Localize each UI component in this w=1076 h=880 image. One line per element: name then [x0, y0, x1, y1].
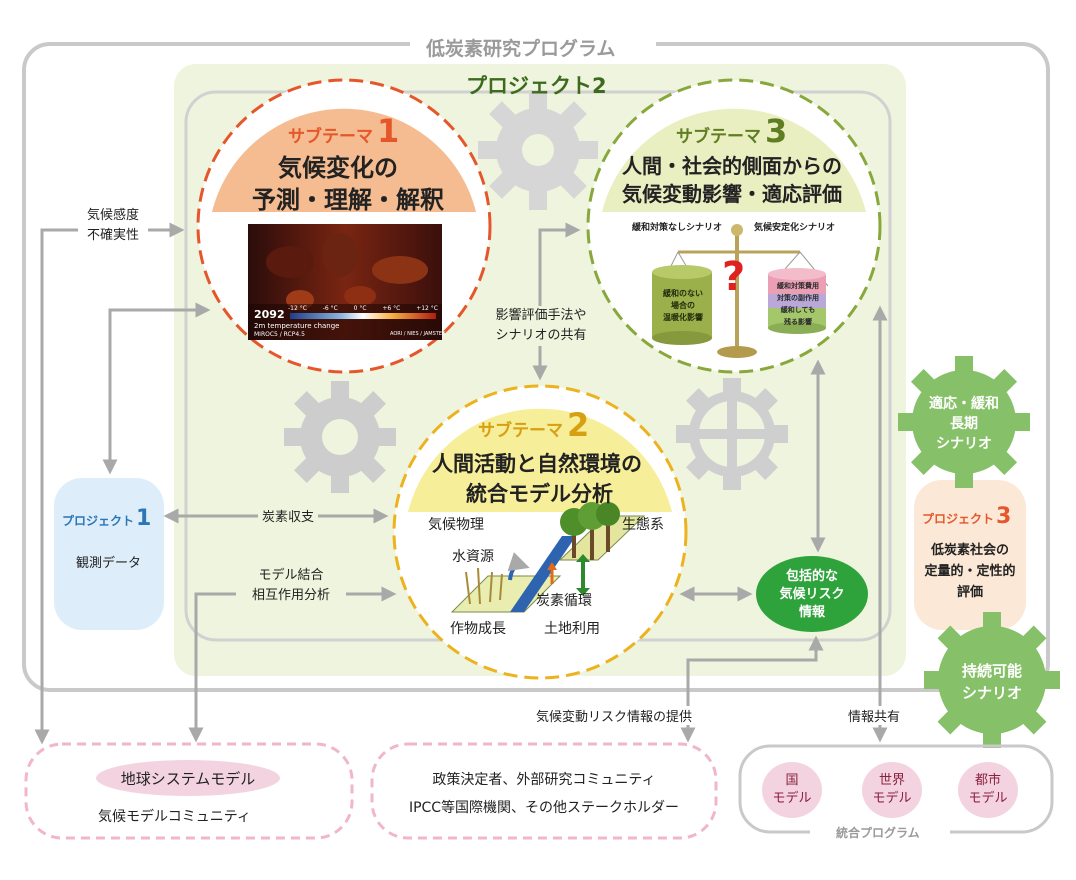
esm-community-box: [24, 742, 354, 840]
map-caption: 2m temperature change: [254, 322, 340, 330]
subtheme3-title-line1: 人間・社会的側面からの: [622, 154, 842, 178]
subtheme1-title-line2: 予測・理解・解釈: [252, 186, 444, 214]
carbon-cycle-label: 炭素循環: [536, 593, 592, 609]
water-label: 水資源: [452, 549, 494, 565]
subtheme2-title-line1: 人間活動と自然環境の: [432, 452, 642, 476]
scale-right-label: 気候安定化シナリオ: [754, 223, 836, 233]
map-model: MIROC5 / RCP4.5: [254, 331, 305, 338]
integrated-program-title: 統合プログラム: [836, 826, 920, 840]
project3-label: プロジェクト3: [922, 504, 1012, 529]
impact-sharing-label: 影響評価手法やシナリオの共有: [484, 306, 598, 346]
scenario-adapt-text: 適応・緩和長期シナリオ: [929, 396, 999, 452]
climate-sensitivity-label: 気候感度不確実性: [78, 206, 148, 246]
land-illustration: [450, 502, 646, 613]
country-model: 国モデル: [772, 773, 812, 806]
temperature-map: [248, 224, 442, 340]
map-year: 2092: [254, 308, 285, 321]
project3-desc: 低炭素社会の定量的・定性的評価: [924, 543, 1016, 600]
carbon-budget-label: 炭素収支: [258, 506, 319, 525]
scenario-sustain-gear: [924, 612, 1060, 748]
risk-info-text: 包括的な気候リスク情報: [779, 569, 845, 620]
scenario-adapt-gear: [898, 356, 1030, 488]
esm-pill-label: 地球システムモデル: [120, 770, 256, 788]
model-coupling-label: モデル結合相互作用分析: [236, 566, 346, 606]
left-pan-text: 緩和のない場合の温暖化影響: [663, 289, 703, 322]
esm-community-desc: 気候モデルコミュニティ: [98, 809, 251, 825]
city-model: 都市モデル: [968, 773, 1008, 806]
scenario-sustain-text: 持続可能シナリオ: [961, 662, 1022, 702]
project3-box: [914, 480, 1026, 630]
subtheme2-title-line2: 統合モデル分析: [466, 482, 613, 506]
balance-scale-icon: [652, 224, 829, 358]
risk-provision-label: 気候変動リスク情報の提供: [534, 706, 695, 725]
risk-info-oval: [756, 556, 868, 632]
esm-pill: [96, 760, 280, 796]
info-sharing-label: 情報共有: [846, 706, 903, 725]
landuse-label: 土地利用: [544, 621, 600, 637]
subtheme1-title-line1: 気候変化の: [278, 154, 398, 182]
crop-label: 作物成長: [450, 621, 506, 637]
project1-desc: 観測データ: [76, 556, 142, 571]
project2-title: プロジェクト2: [466, 74, 607, 98]
question-mark: ?: [722, 254, 746, 300]
map-credit: AORI / NIES / JAMSTEC: [390, 331, 446, 337]
gear-icon: [478, 90, 598, 210]
scale-left-label: 緩和対策なしシナリオ: [632, 223, 723, 233]
ecosystem-label: 生態系: [622, 517, 664, 533]
program-title: 低炭素研究プログラム: [426, 38, 616, 60]
gear-icon: [676, 378, 788, 490]
world-model: 世界モデル: [872, 773, 912, 806]
gear-icon: [284, 381, 396, 493]
climate-physics-label: 気候物理: [428, 517, 484, 533]
policy-community-box: [370, 742, 718, 840]
project1-label: プロジェクト1: [62, 506, 152, 531]
subtheme3-title-line2: 気候変動影響・適応評価: [622, 182, 842, 206]
right-pan-text: 緩和対策費用対策の副作用緩和しても残る影響: [777, 282, 819, 326]
